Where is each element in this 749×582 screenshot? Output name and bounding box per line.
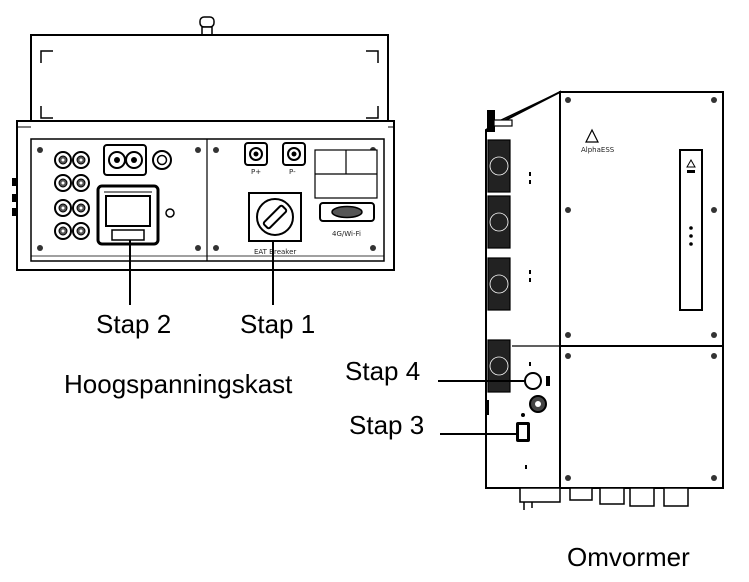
- brand-logo: AlphaESS: [581, 128, 615, 154]
- step-pointer-lines-inverter: [438, 380, 526, 435]
- box-lid: [30, 34, 389, 134]
- step2-label: Stap 2: [96, 309, 171, 339]
- terminal-block: [314, 149, 378, 199]
- pv-connectors: P+ P-: [244, 142, 306, 176]
- wifi-slot: 4G/Wi-Fi: [319, 202, 375, 238]
- svg-text:P+: P+: [251, 168, 261, 176]
- step1-label: Stap 1: [240, 309, 315, 339]
- mount-bracket: [487, 110, 513, 132]
- high-voltage-box: P+ P- 4G/Wi-Fi EAT Breaker: [12, 16, 395, 271]
- step4-label: Stap 4: [345, 356, 420, 386]
- grommet: [165, 208, 175, 218]
- bottom-glands: [519, 487, 689, 510]
- breaker-label: EAT Breaker: [254, 248, 296, 256]
- inverter-label: Omvormer: [567, 542, 690, 572]
- step3-label: Stap 3: [349, 410, 424, 440]
- side-connector: [529, 395, 547, 413]
- brand-label: AlphaESS: [581, 146, 615, 154]
- side-rotary-switch: [516, 413, 530, 442]
- side-fans: [487, 139, 511, 393]
- dc-switch-box: [96, 184, 160, 246]
- side-dots: [525, 172, 531, 469]
- wifi-label: 4G/Wi-Fi: [332, 230, 361, 238]
- svg-text:P-: P-: [289, 168, 296, 176]
- lid-corner-marks: [40, 50, 379, 119]
- battery-connector: [103, 144, 147, 176]
- high-voltage-box-label: Hoogspanningskast: [64, 369, 293, 399]
- eat-breaker: EAT Breaker: [248, 192, 302, 256]
- step-pointer-lines-box: [129, 240, 274, 305]
- inverter: AlphaESS: [485, 90, 724, 510]
- display-strip: [679, 149, 703, 311]
- round-connector: [152, 150, 172, 170]
- side-tabs: [12, 178, 17, 216]
